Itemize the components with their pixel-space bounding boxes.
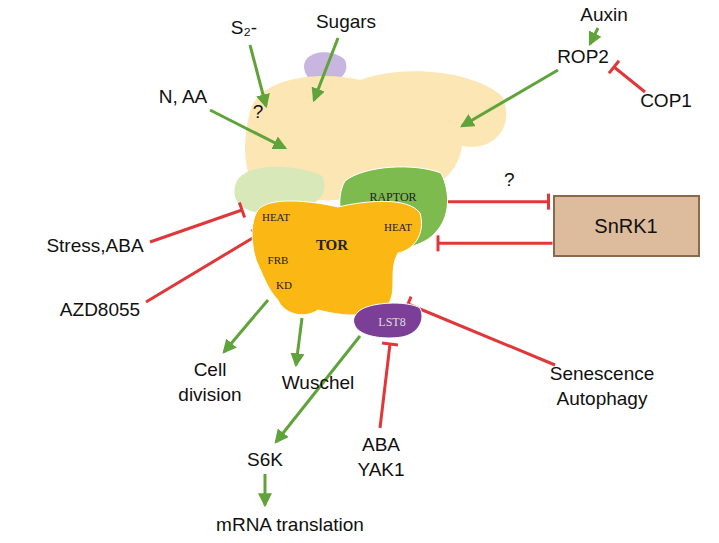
pathway-label: ? [253, 100, 264, 125]
inhibition-connector [446, 201, 549, 202]
node-text: HEAT [262, 211, 290, 223]
pathway-label: S6K [247, 448, 283, 473]
pathway-label: Cell division [163, 358, 258, 407]
pathway-label: S₂- [231, 16, 257, 41]
activation-arrows [210, 28, 598, 505]
pathway-label: ROP2 [557, 45, 609, 70]
node-text: SnRK1 [594, 215, 657, 238]
pathway-label: Sugars [316, 10, 376, 35]
pathway-label: ABA YAK1 [351, 433, 411, 482]
kinase-box: SnRK1 [553, 195, 700, 257]
inhibition-connector [438, 243, 553, 244]
edge-label: ? [504, 167, 515, 192]
pathway-label: Wuschel [282, 371, 355, 396]
pathway-label: N, AA [159, 85, 208, 110]
pathway-label: Auxin [580, 3, 628, 28]
pathway-label: Stress,ABA [46, 234, 143, 259]
node-text: TOR [316, 237, 348, 254]
protein-subunit: LST8 [352, 300, 424, 340]
pathway-label: AZD8055 [60, 298, 140, 323]
node-text: KD [276, 279, 292, 291]
pathway-label: mRNA translation [216, 513, 364, 538]
pathway-label: COP1 [640, 89, 692, 114]
pathway-label: Senescence Autophagy [542, 362, 662, 411]
node-text: HEAT [384, 221, 412, 233]
node-text: LST8 [378, 315, 405, 330]
node-text: FRB [268, 254, 289, 266]
